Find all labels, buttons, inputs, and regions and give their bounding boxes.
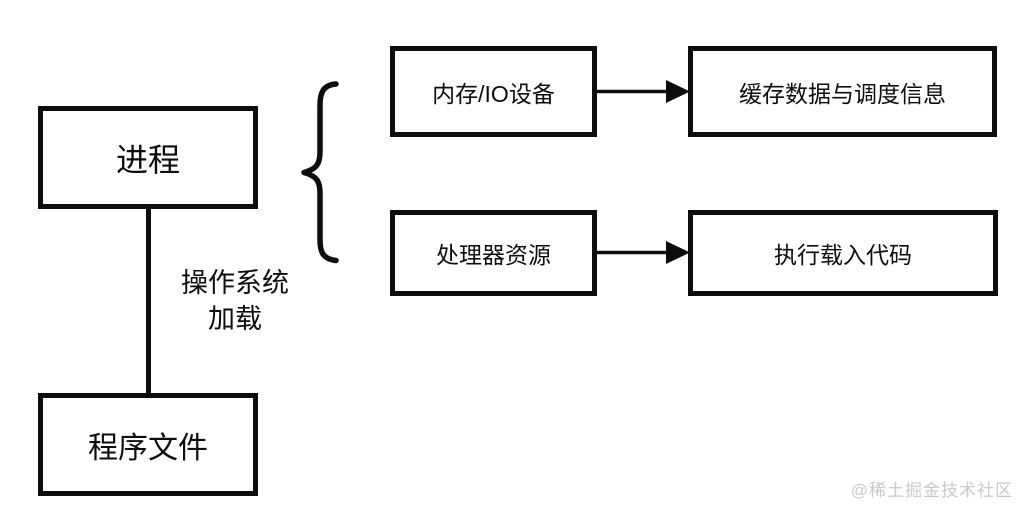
node-program-file-label: 程序文件 [88, 431, 208, 465]
curly-brace-icon [301, 81, 339, 264]
node-process: 进程 [38, 106, 258, 209]
node-memory-io: 内存/IO设备 [390, 46, 597, 137]
node-memory-io-label: 内存/IO设备 [432, 80, 555, 107]
node-process-label: 进程 [115, 141, 180, 178]
node-cache-info-label: 缓存数据与调度信息 [739, 80, 946, 107]
arrow-memory-to-cache-icon [597, 80, 690, 103]
node-cpu-resource-label: 处理器资源 [436, 242, 551, 268]
node-exec-code-label: 执行载入代码 [774, 242, 912, 268]
arrow-cpu-to-exec-icon [597, 241, 690, 264]
os-load-label: 操作系统 加载 [160, 265, 310, 337]
os-load-label-line1: 操作系统 [181, 268, 289, 298]
node-program-file: 程序文件 [38, 393, 258, 496]
watermark: @稀土掘金技术社区 [850, 481, 1013, 500]
node-cache-info: 缓存数据与调度信息 [688, 46, 997, 137]
node-exec-code: 执行载入代码 [688, 210, 998, 296]
os-load-label-line2: 加载 [208, 304, 262, 334]
node-cpu-resource: 处理器资源 [390, 210, 597, 296]
